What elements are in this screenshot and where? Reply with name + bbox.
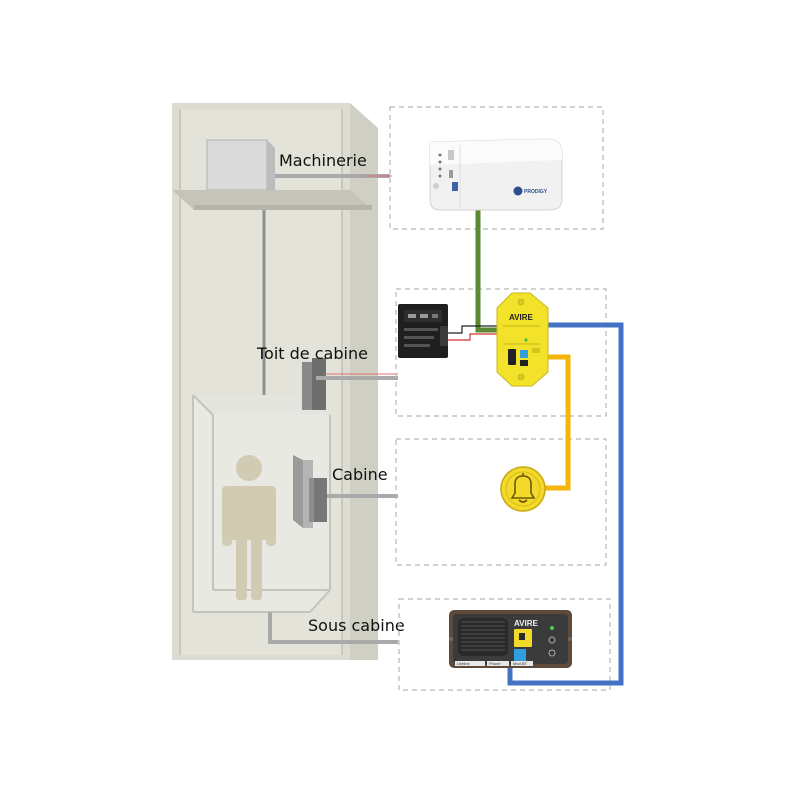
- car-roof-device: [302, 358, 398, 410]
- volume-icon: [548, 649, 556, 657]
- under-car-label-1: Phone: [489, 661, 501, 666]
- speaker-grille: [458, 618, 508, 656]
- controller-brand: PRODIGY: [524, 189, 548, 195]
- elevator-car: [192, 394, 398, 613]
- under-car-connector: [268, 612, 398, 644]
- label-under-car: Sous cabine: [308, 616, 405, 635]
- under-car-label-2: Mod.BT: [513, 661, 528, 666]
- machine-room: [172, 139, 392, 210]
- person-icon: [222, 455, 276, 600]
- green-cable: [475, 205, 505, 333]
- shaft-side-wall: [350, 103, 378, 660]
- blue-cable: [507, 322, 624, 686]
- roof-unit-brand: AVIRE: [509, 313, 534, 322]
- zone-machine-room: [389, 106, 604, 230]
- under-car-brand: AVIRE: [514, 619, 539, 628]
- cables: [446, 205, 624, 686]
- roof-unit-connector: [508, 349, 516, 365]
- roof-electronic-box: [398, 304, 448, 358]
- label-car-roof: Toit de cabine: [256, 344, 368, 363]
- brand-logo-icon: [513, 186, 523, 196]
- avire-under-car-unit: AVIRE Lifeline Phone Mod.BT: [449, 610, 572, 668]
- avire-roof-unit: AVIRE: [496, 292, 549, 387]
- label-car: Cabine: [332, 465, 388, 484]
- zone-under-car: [398, 598, 611, 691]
- bell-icon: [500, 466, 546, 512]
- zone-car: [395, 438, 607, 566]
- roof-unit-blue-button: [520, 350, 528, 358]
- under-car-blue-button: [514, 649, 526, 661]
- under-car-label-0: Lifeline: [457, 661, 470, 666]
- yellow-cable: [538, 354, 571, 491]
- label-machine-room: Machinerie: [279, 151, 367, 170]
- wireless-icon: [548, 636, 556, 644]
- controller-unit: PRODIGY: [429, 138, 563, 211]
- zone-car-roof: [395, 288, 607, 417]
- car-panel: [293, 455, 327, 528]
